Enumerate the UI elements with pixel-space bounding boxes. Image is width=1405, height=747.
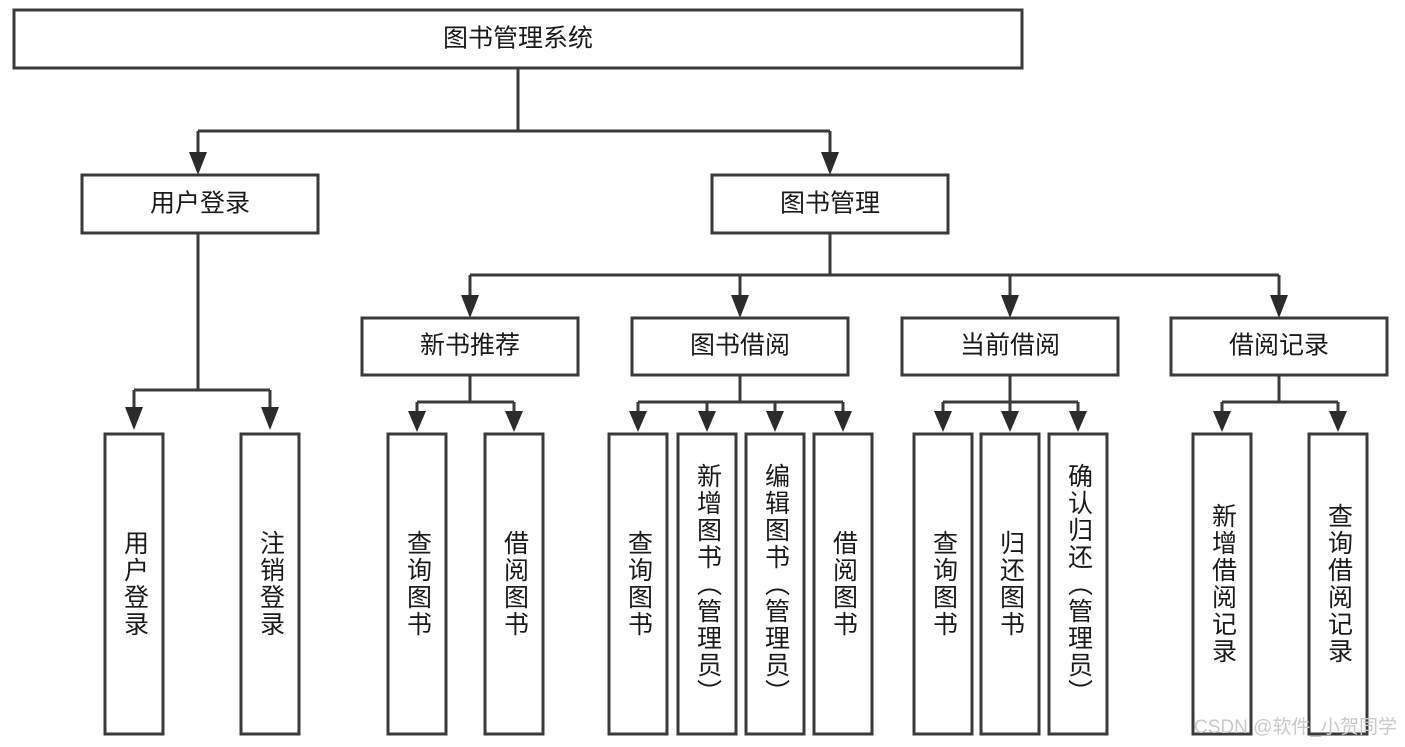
arrow-newbook-leaf-2: [505, 411, 523, 432]
leaf-box-book-borrow-4[interactable]: [812, 432, 874, 736]
arrow-to-new-book: [461, 295, 479, 318]
arrow-to-borrow-record: [1270, 295, 1288, 318]
node-label-current-borrow: 当前借阅: [960, 332, 1060, 360]
leaf-box-current-borrow-1[interactable]: [912, 432, 974, 736]
arrow-userlogin-leaf-2: [261, 407, 279, 430]
arrow-currentborrow-leaf-1: [934, 411, 952, 432]
csdn-watermark: CSDN @软件_小贺同学: [1194, 717, 1397, 738]
node-box-current-borrow[interactable]: [900, 316, 1120, 377]
arrow-bookborrow-leaf-4: [834, 411, 852, 432]
leaf-box-current-borrow-2[interactable]: [979, 432, 1041, 736]
arrow-to-current-borrow: [1001, 295, 1019, 318]
leaf-box-new-book-2[interactable]: [483, 432, 545, 736]
leaf-box-user-login-1[interactable]: [103, 432, 165, 736]
arrow-userlogin-leaf-1: [125, 407, 143, 430]
connector-layer: [125, 68, 1347, 432]
node-label-new-book-recommend: 新书推荐: [420, 332, 520, 360]
node-label-book-borrow: 图书借阅: [690, 332, 790, 360]
node-layer: 图书管理系统 用户登录 图书管理 新书推荐 图书借阅 当前借阅 借阅记录: [12, 8, 1389, 736]
arrow-bookborrow-leaf-3: [766, 411, 784, 432]
arrow-borrowrecord-leaf-2: [1329, 411, 1347, 432]
node-box-book-manage[interactable]: [710, 173, 950, 235]
leaf-box-book-borrow-1[interactable]: [607, 432, 669, 736]
arrow-bookborrow-leaf-2: [698, 411, 716, 432]
node-label-user-login: 用户登录: [150, 190, 250, 218]
leaf-box-borrow-record-1[interactable]: [1191, 432, 1253, 736]
arrow-to-book-manage: [821, 152, 839, 175]
leaf-box-borrow-record-2[interactable]: [1307, 432, 1369, 736]
arrow-bookborrow-leaf-1: [629, 411, 647, 432]
node-label-root: 图书管理系统: [443, 25, 593, 53]
leaf-box-current-borrow-3[interactable]: [1047, 432, 1109, 736]
arrow-to-book-borrow: [731, 295, 749, 318]
arrow-borrowrecord-leaf-1: [1213, 411, 1231, 432]
leaf-box-user-login-2[interactable]: [239, 432, 301, 736]
arrow-currentborrow-leaf-3: [1069, 411, 1087, 432]
node-box-user-login[interactable]: [80, 173, 320, 235]
arrow-to-user-login: [189, 152, 207, 175]
node-box-book-borrow[interactable]: [630, 316, 850, 377]
node-box-root[interactable]: [12, 8, 1024, 70]
leaf-box-book-borrow-3[interactable]: [744, 432, 806, 736]
arrow-newbook-leaf-1: [408, 411, 426, 432]
node-label-book-manage: 图书管理: [780, 190, 880, 218]
leaf-box-new-book-1[interactable]: [386, 432, 448, 736]
node-box-new-book-recommend[interactable]: [360, 316, 580, 377]
node-box-borrow-record[interactable]: [1169, 316, 1389, 377]
arrow-currentborrow-leaf-2: [1001, 411, 1019, 432]
node-label-borrow-record: 借阅记录: [1229, 332, 1329, 360]
leaf-box-book-borrow-2[interactable]: [676, 432, 738, 736]
